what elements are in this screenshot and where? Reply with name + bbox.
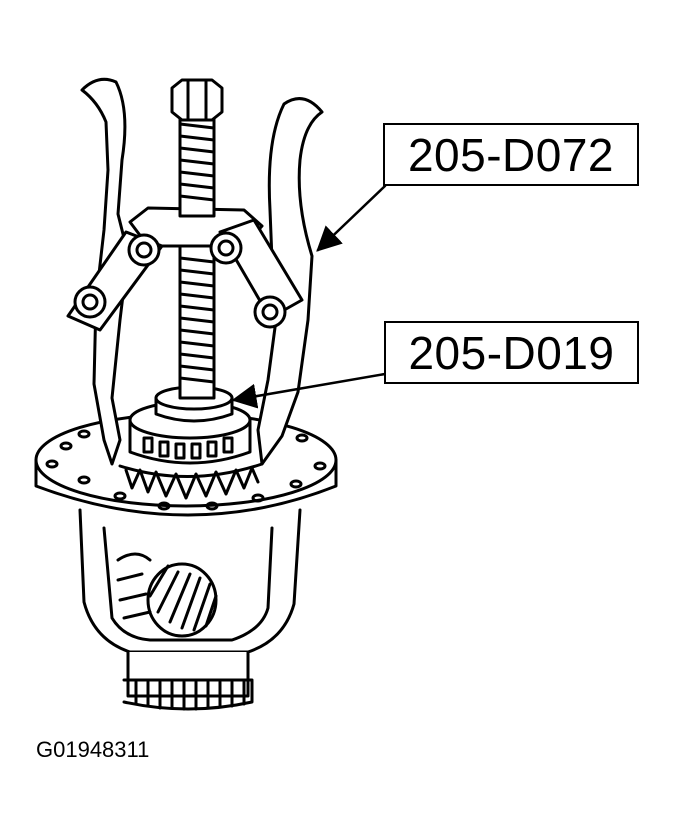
leader-line-1 (316, 184, 387, 252)
forcing-screw (170, 78, 224, 400)
callout-205-d072: 205-D072 (383, 123, 639, 186)
callout-label: 205-D072 (407, 128, 615, 181)
callout-label: 205-D019 (408, 326, 615, 379)
differential-case (78, 508, 302, 711)
callout-205-d019: 205-D019 (384, 321, 639, 384)
figure-id: G01948311 (36, 737, 150, 762)
bolt-heads (73, 231, 287, 329)
leader-line-2 (231, 372, 387, 409)
ring-gear (118, 462, 264, 500)
